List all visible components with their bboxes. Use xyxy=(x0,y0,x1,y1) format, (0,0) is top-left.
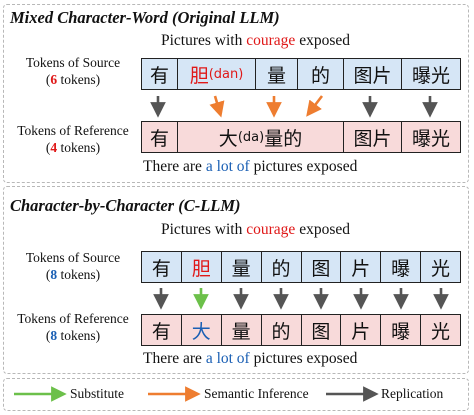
legend-semantic-label: Semantic Inference xyxy=(204,386,309,401)
token: 胆 xyxy=(180,252,221,282)
token: 曝光 xyxy=(401,59,460,89)
token: 图 xyxy=(300,315,341,345)
semantic-inference-arrow xyxy=(306,95,324,117)
top-source-sentence: Pictures with courage exposed xyxy=(161,32,350,49)
token: 的 xyxy=(260,252,301,282)
legend xyxy=(3,378,469,411)
top-reference-sentence: There are a lot of pictures exposed xyxy=(143,158,358,175)
token: 图片 xyxy=(343,122,401,152)
bottom-source-sentence: Pictures with courage exposed xyxy=(161,221,350,238)
semantic-inference-arrow xyxy=(209,95,225,118)
token: 有 xyxy=(142,252,181,282)
top-reference-token-row: 有 大(da)量的 图片 曝光 xyxy=(141,121,461,153)
top-source-token-row: 有 胆(dan) 量 的 图片 曝光 xyxy=(141,58,461,90)
token: 曝 xyxy=(380,315,421,345)
token: 有 xyxy=(142,122,177,152)
bottom-panel xyxy=(3,186,469,374)
token: 有 xyxy=(142,59,177,89)
token: 片 xyxy=(340,315,381,345)
token: 量 xyxy=(220,315,261,345)
token: 胆(dan) xyxy=(177,59,255,89)
bottom-reference-sentence: There are a lot of pictures exposed xyxy=(143,350,358,367)
token: 图片 xyxy=(343,59,401,89)
token: 量 xyxy=(220,252,261,282)
token: 片 xyxy=(340,252,381,282)
token: 大 xyxy=(180,315,221,345)
top-reference-label: Tokens of Reference (4 tokens) xyxy=(17,123,129,155)
token: 大(da)量的 xyxy=(177,122,343,152)
top-panel xyxy=(3,4,469,183)
legend-substitute-label: Substitute xyxy=(70,386,125,401)
token: 的 xyxy=(260,315,301,345)
token: 有 xyxy=(142,315,181,345)
token: 的 xyxy=(297,59,343,89)
token: 曝光 xyxy=(401,122,460,152)
legend-replication-label: Replication xyxy=(381,386,444,401)
token: 曝 xyxy=(380,252,421,282)
bottom-source-label: Tokens of Source (8 tokens) xyxy=(25,250,121,282)
token: 光 xyxy=(420,315,460,345)
top-source-label: Tokens of Source (6 tokens) xyxy=(25,55,121,87)
token: 量 xyxy=(255,59,297,89)
bottom-reference-label: Tokens of Reference (8 tokens) xyxy=(17,311,129,343)
token: 图 xyxy=(300,252,341,282)
bottom-panel-title: Character-by-Character (C-LLM) xyxy=(10,196,241,215)
token: 光 xyxy=(420,252,460,282)
bottom-source-token-row: 有 胆 量 的 图 片 曝 光 xyxy=(141,251,461,283)
top-panel-title: Mixed Character-Word (Original LLM) xyxy=(10,8,280,27)
bottom-reference-token-row: 有 大 量 的 图 片 曝 光 xyxy=(141,314,461,346)
